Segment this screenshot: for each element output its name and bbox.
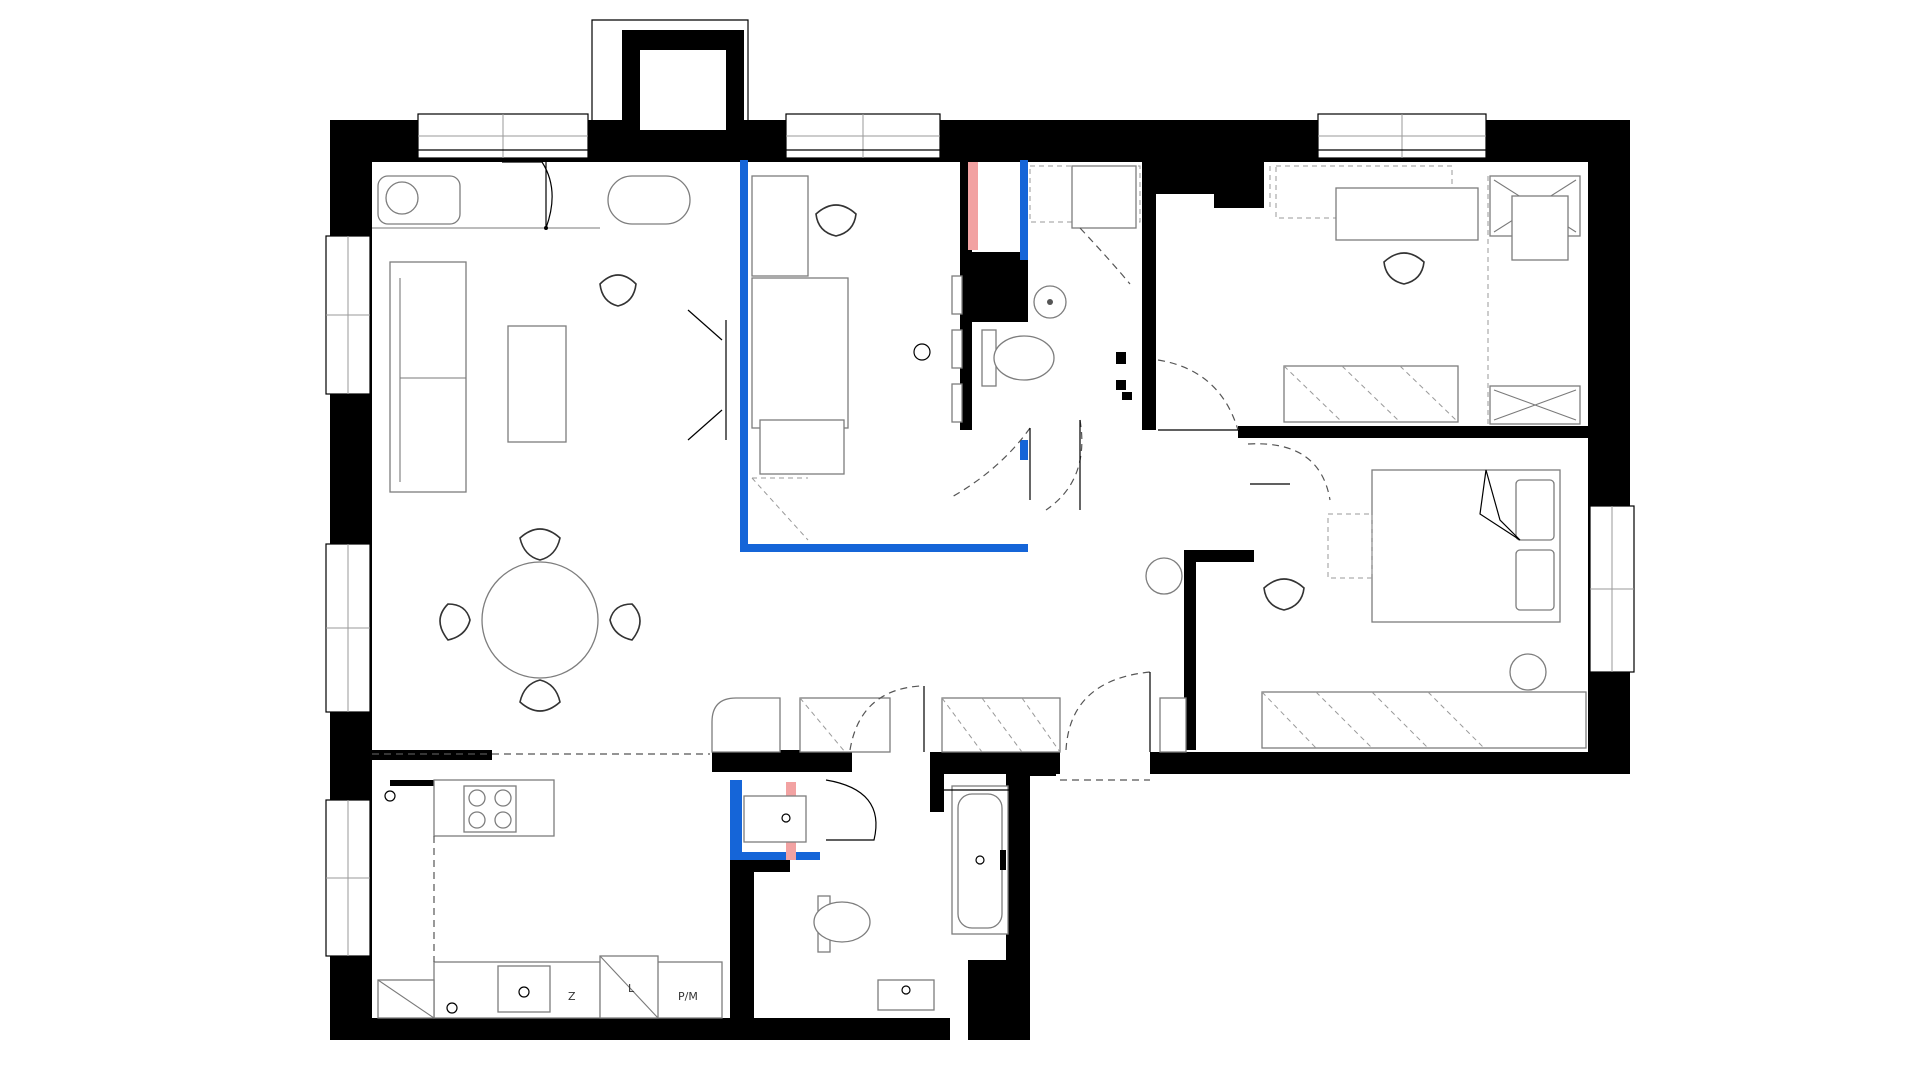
wall-bath-small (968, 960, 1008, 1040)
living-room (372, 161, 727, 712)
study-room (751, 175, 963, 541)
wall-bedroom-notch (1184, 550, 1254, 562)
hall-stool (1145, 557, 1183, 595)
demolition-bath (968, 162, 978, 250)
chair-office (1383, 252, 1425, 285)
dining-table (481, 561, 599, 679)
chair-right (609, 603, 641, 641)
new-wall-stub (1020, 440, 1028, 460)
crib (1511, 195, 1569, 261)
upper-bathroom (949, 165, 1141, 500)
chair-top (519, 528, 561, 561)
wall-wc-west (730, 860, 754, 1020)
new-wall-wc-south (730, 852, 820, 860)
lower-bathroom (944, 785, 1010, 935)
wall-wc-north (730, 860, 790, 872)
office-room (1269, 165, 1581, 425)
wall-kitchen-north-b (712, 750, 852, 772)
wall-bath-west-b (930, 752, 944, 812)
wc-washbasin-2 (877, 979, 935, 1011)
shelf-3 (951, 383, 963, 423)
chair-study (815, 204, 857, 237)
pillow-2 (1515, 549, 1555, 611)
hall-cabinet-1 (799, 697, 891, 753)
chair-bottom (519, 679, 561, 712)
sofa-arm (759, 419, 845, 475)
hall-cabinet-3 (1159, 697, 1187, 753)
wall-north-right (940, 120, 1630, 162)
lower-wc (743, 779, 935, 1011)
sofa-bed (751, 277, 849, 429)
chair-lounge (599, 274, 637, 307)
chimney-flue (640, 50, 726, 130)
desk-study (751, 175, 809, 277)
bedroom (1261, 469, 1587, 749)
toilet-bowl (993, 335, 1055, 381)
cabinet-label-z: Z (568, 990, 576, 1003)
wall-bath-north (930, 752, 1060, 774)
sofa (389, 261, 467, 493)
new-wall-bath-divider (1020, 160, 1028, 260)
bathtub-shape (607, 175, 691, 225)
coffee-table (507, 325, 567, 443)
cabinet-label-l: L (628, 982, 635, 995)
new-wall-room-south (740, 544, 1028, 552)
chimney-outline (591, 19, 749, 120)
wc-toilet-bowl (813, 901, 871, 943)
wall-hall-east (1142, 160, 1156, 430)
sink (497, 965, 551, 1013)
bedroom-stool (1509, 653, 1547, 691)
new-wall-wc-west (730, 780, 742, 856)
kitchen: Z L P/M (377, 779, 723, 1019)
wall-bedroom-west (1184, 550, 1196, 750)
hall-cabinet-2 (941, 697, 1061, 753)
hall (1045, 359, 1331, 595)
chair-left (439, 603, 471, 641)
windows (325, 113, 1635, 957)
cabinet-label-pm: P/M (678, 990, 698, 1003)
new-walls (730, 160, 1028, 860)
wc-washbasin (743, 795, 807, 843)
chair-bedroom (1263, 578, 1305, 611)
wardrobe-bedroom (1261, 691, 1587, 749)
pillow-1 (1515, 479, 1555, 541)
wall-south-right (1150, 752, 1630, 774)
hall-wardrobes (372, 671, 1187, 781)
new-wall-room-west (740, 160, 748, 552)
wall-bath-shaft (968, 252, 1028, 322)
wall-kitchen-north (372, 750, 492, 760)
round-shelf (711, 697, 781, 753)
wall-east (1588, 120, 1630, 772)
shelf-2 (951, 329, 963, 369)
wall-south-step (1006, 770, 1030, 1040)
desk-office (1335, 187, 1479, 241)
shelf-1 (951, 275, 963, 315)
wall-storage-block (1214, 160, 1264, 208)
wall-bedroom-split (1238, 426, 1588, 438)
wall-south-left (330, 1018, 950, 1040)
dining-chairs (439, 274, 641, 712)
shower-tray (1071, 165, 1137, 229)
tv-frame (1327, 513, 1373, 579)
